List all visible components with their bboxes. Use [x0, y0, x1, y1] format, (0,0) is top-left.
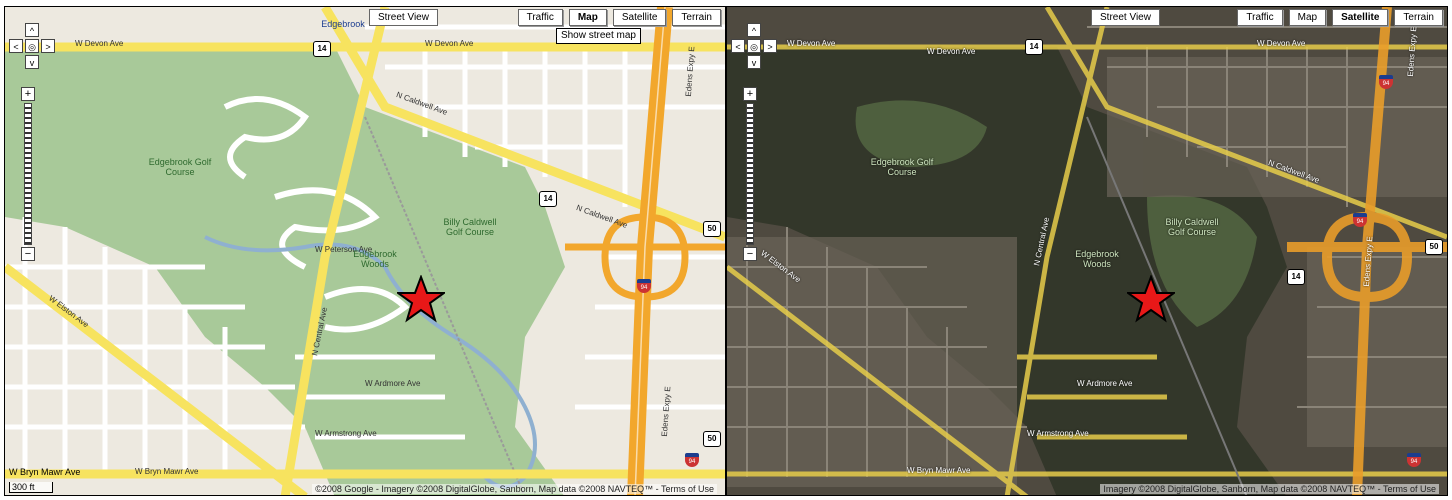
place-label-edgebrook-golf: Edgebrook Golf Course [148, 157, 212, 177]
interstate-shield: 94 [685, 453, 699, 467]
street-label: W Devon Ave [75, 39, 124, 48]
zoom-slider-track[interactable] [746, 103, 754, 245]
interstate-shield: 94 [637, 279, 651, 293]
pan-control: ^ < ◎ > v [7, 23, 57, 77]
street-view-button[interactable]: Street View [1091, 9, 1160, 26]
pan-up-button[interactable]: ^ [25, 23, 39, 37]
place-label-billy-caldwell-golf: Billy Caldwell Golf Course [443, 217, 497, 237]
zoom-control: + − [21, 87, 35, 261]
scale-bar: 300 ft [9, 482, 53, 493]
place-label-edgebrook-woods: Edgebrook Woods [353, 249, 397, 269]
street-label: W Armstrong Ave [1027, 429, 1089, 438]
place-label-edgebrook-woods: Edgebrook Woods [1075, 249, 1119, 269]
street-map-canvas[interactable] [5, 7, 726, 496]
street-label: W Peterson Ave [315, 245, 373, 254]
pan-center-button[interactable]: ◎ [25, 39, 39, 53]
state-route-shield: 50 [703, 431, 721, 447]
location-star-marker [397, 275, 445, 323]
interstate-shield: 94 [1407, 453, 1421, 467]
us-route-shield: 14 [313, 41, 331, 57]
pan-right-button[interactable]: > [41, 39, 55, 53]
map-type-selector: Traffic Map Satellite Terrain [517, 9, 721, 26]
us-route-shield: 14 [1287, 269, 1305, 285]
map-button[interactable]: Map [1288, 9, 1327, 26]
railroad-line [1086, 116, 1248, 495]
map-type-tooltip: Show street map [555, 28, 641, 44]
pan-down-button[interactable]: v [25, 55, 39, 69]
terrain-button[interactable]: Terrain [1394, 9, 1443, 26]
place-label-edgebrook-golf: Edgebrook Golf Course [870, 157, 934, 177]
interstate-shield: 94 [1379, 75, 1393, 89]
zoom-out-button[interactable]: − [743, 247, 757, 261]
pan-up-button[interactable]: ^ [747, 23, 761, 37]
us-route-shield: 14 [1025, 39, 1043, 55]
map-type-selector: Traffic Map Satellite Terrain [1237, 9, 1443, 26]
satellite-button[interactable]: Satellite [1332, 9, 1389, 26]
terrain-button[interactable]: Terrain [672, 9, 721, 26]
pan-down-button[interactable]: v [747, 55, 761, 69]
zoom-in-button[interactable]: + [743, 87, 757, 101]
state-route-shield: 50 [703, 221, 721, 237]
place-label-edgebrook: Edgebrook [321, 19, 365, 29]
traffic-button[interactable]: Traffic [517, 9, 563, 26]
pan-right-button[interactable]: > [763, 39, 777, 53]
satellite-map-pane[interactable]: W Devon Ave W Devon Ave W Devon Ave N Ca… [726, 6, 1448, 496]
map-button[interactable]: Map [568, 9, 607, 26]
zoom-in-button[interactable]: + [21, 87, 35, 101]
map-copyright: Imagery ©2008 DigitalGlobe, Sanborn, Map… [1100, 484, 1439, 494]
zoom-out-button[interactable]: − [21, 247, 35, 261]
pan-control: ^ < ◎ > v [729, 23, 779, 77]
street-label: W Devon Ave [1257, 39, 1306, 48]
park-roads [223, 96, 410, 333]
place-label-billy-caldwell-golf: Billy Caldwell Golf Course [1165, 217, 1219, 237]
zoom-control: + − [743, 87, 757, 261]
street-view-button[interactable]: Street View [369, 9, 438, 26]
street-label: W Armstrong Ave [315, 429, 377, 438]
state-route-shield: 50 [1425, 239, 1443, 255]
pan-center-button[interactable]: ◎ [747, 39, 761, 53]
satellite-map-canvas[interactable] [727, 7, 1448, 496]
street-label: W Ardmore Ave [365, 379, 421, 388]
us-route-shield: 14 [539, 191, 557, 207]
pan-left-button[interactable]: < [9, 39, 23, 53]
satellite-button[interactable]: Satellite [612, 9, 667, 26]
street-label: W Devon Ave [787, 39, 836, 48]
street-label: W Ardmore Ave [1077, 379, 1133, 388]
zoom-slider-track[interactable] [24, 103, 32, 245]
arterial-roads [727, 7, 1447, 495]
street-label: W Bryn Mawr Ave [907, 466, 971, 475]
pan-left-button[interactable]: < [731, 39, 745, 53]
street-map-pane[interactable]: W Devon Ave W Devon Ave N Caldwell Ave N… [4, 6, 726, 496]
forest-preserve-area [5, 47, 565, 495]
traffic-button[interactable]: Traffic [1237, 9, 1283, 26]
arterial-roads [5, 7, 725, 495]
map-copyright: ©2008 Google - Imagery ©2008 DigitalGlob… [312, 484, 717, 494]
railroad-line [364, 116, 526, 495]
street-label: W Devon Ave [425, 39, 474, 48]
street-grid-satellite [727, 26, 1447, 477]
interstate-shield: 94 [1353, 213, 1367, 227]
location-star-marker [1127, 275, 1175, 323]
street-label: W Bryn Mawr Ave [135, 467, 199, 476]
street-label: W Bryn Mawr Ave [9, 467, 81, 477]
street-label: W Devon Ave [927, 47, 976, 56]
